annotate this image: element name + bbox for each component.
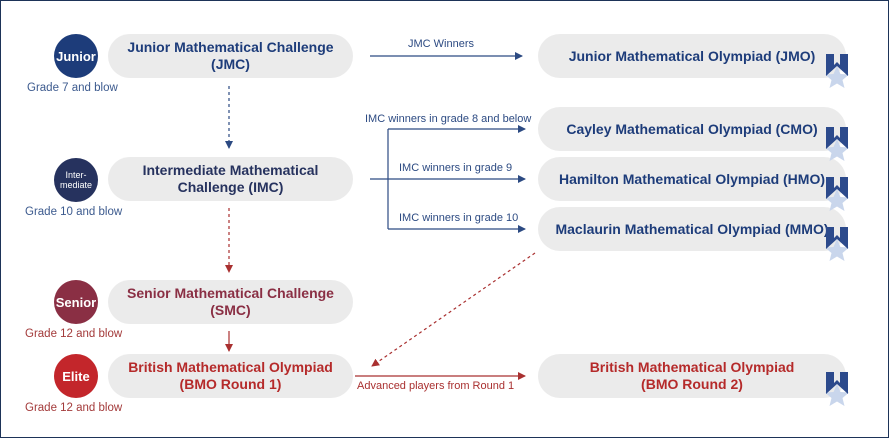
- arrow-mmo-bmo1: [371, 252, 536, 367]
- imc-grade9-label: IMC winners in grade 9: [399, 162, 513, 174]
- bmo1-label: British Mathematical Olympiad (BMO Round…: [128, 359, 333, 392]
- hmo-pill: Hamilton Mathematical Olympiad (HMO): [538, 157, 846, 201]
- mmo-pill: Maclaurin Mathematical Olympiad (MMO): [538, 207, 846, 251]
- senior-grade-label: Grade 12 and blow: [25, 328, 123, 340]
- imc-grade10-label: IMC winners in grade 10: [399, 212, 519, 224]
- advanced-players-label: Advanced players from Round 1: [357, 380, 515, 392]
- elite-circle: Elite: [54, 354, 98, 398]
- bmo2-pill: British Mathematical Olympiad (BMO Round…: [538, 354, 846, 398]
- imc-pill: Intermediate Mathematical Challenge (IMC…: [108, 157, 353, 201]
- cmo-medal-icon: [825, 127, 849, 161]
- imc-grade8-label: IMC winners in grade 8 and below: [365, 113, 532, 125]
- jmo-pill: Junior Mathematical Olympiad (JMO): [538, 34, 846, 78]
- junior-grade-label: Grade 7 and blow: [27, 82, 118, 94]
- junior-circle: Junior: [54, 34, 98, 78]
- jmc-pill: Junior Mathematical Challenge (JMC): [108, 34, 353, 78]
- jmo-label: Junior Mathematical Olympiad (JMO): [568, 47, 816, 64]
- jmc-label: Junior Mathematical Challenge (JMC): [127, 39, 334, 72]
- hmo-medal-icon: [825, 177, 849, 211]
- intermediate-circle: Inter- mediate: [54, 158, 98, 202]
- cmo-label: Cayley Mathematical Olympiad (CMO): [566, 120, 818, 137]
- mmo-label: Maclaurin Mathematical Olympiad (MMO): [555, 220, 829, 237]
- intermediate-grade-label: Grade 10 and blow: [25, 206, 123, 218]
- mmo-medal-icon: [825, 227, 849, 261]
- bmo2-medal-icon: [825, 372, 849, 406]
- bmo1-pill: British Mathematical Olympiad (BMO Round…: [108, 354, 353, 398]
- jmo-medal-icon: [825, 54, 849, 88]
- cmo-pill: Cayley Mathematical Olympiad (CMO): [538, 107, 846, 151]
- hmo-label: Hamilton Mathematical Olympiad (HMO): [558, 170, 826, 187]
- bmo2-label: British Mathematical Olympiad (BMO Round…: [589, 359, 795, 392]
- smc-pill: Senior Mathematical Challenge (SMC): [108, 280, 353, 324]
- jmc-winners-label: JMC Winners: [408, 38, 475, 50]
- senior-circle: Senior: [54, 280, 98, 324]
- elite-grade-label: Grade 12 and blow: [25, 402, 123, 414]
- smc-label: Senior Mathematical Challenge (SMC): [127, 285, 334, 318]
- imc-label: Intermediate Mathematical Challenge (IMC…: [142, 162, 319, 195]
